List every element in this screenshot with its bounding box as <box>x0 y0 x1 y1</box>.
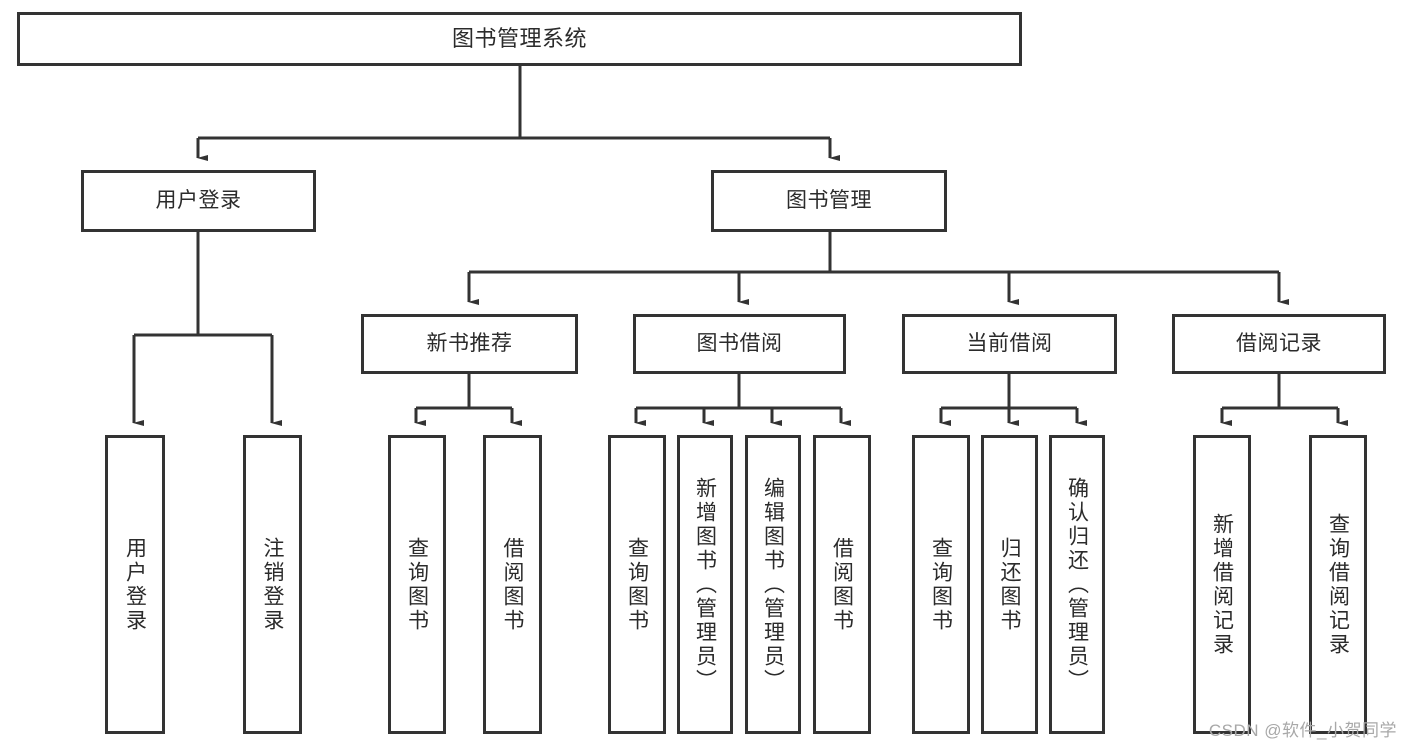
leaf-query-book-2-label: 查询图书 <box>625 536 649 633</box>
csdn-watermark: CSDN @软件_小贺同学 <box>1208 721 1397 740</box>
leaf-query-book-2[interactable]: 查询图书 <box>608 435 666 734</box>
node-user-login-label: 用户登录 <box>155 188 242 212</box>
leaf-query-book-3[interactable]: 查询图书 <box>912 435 970 734</box>
leaf-query-book-3-label: 查询图书 <box>929 536 953 633</box>
leaf-add-record-label: 新增借阅记录 <box>1210 512 1234 657</box>
leaf-user-login-label: 用户登录 <box>123 536 147 633</box>
leaf-confirm-return-label: 确认归还（管理员） <box>1065 476 1089 693</box>
leaf-logout-label: 注销登录 <box>261 536 284 633</box>
node-new-book-recommend-label: 新书推荐 <box>426 331 513 355</box>
node-current-borrow-label: 当前借阅 <box>966 331 1053 355</box>
leaf-user-login[interactable]: 用户登录 <box>105 435 165 734</box>
leaf-query-book-1-label: 查询图书 <box>405 536 429 633</box>
node-book-borrow[interactable]: 图书借阅 <box>633 314 846 374</box>
leaf-logout[interactable]: 注销登录 <box>243 435 302 734</box>
leaf-borrow-book-1[interactable]: 借阅图书 <box>483 435 542 734</box>
node-new-book-recommend[interactable]: 新书推荐 <box>361 314 578 374</box>
leaf-borrow-book-2[interactable]: 借阅图书 <box>813 435 871 734</box>
node-book-management-label: 图书管理 <box>786 188 872 212</box>
leaf-query-record[interactable]: 查询借阅记录 <box>1309 435 1367 734</box>
leaf-query-book-1[interactable]: 查询图书 <box>388 435 446 734</box>
node-root-system-label: 图书管理系统 <box>451 25 587 51</box>
node-current-borrow[interactable]: 当前借阅 <box>902 314 1117 374</box>
leaf-return-book[interactable]: 归还图书 <box>981 435 1038 734</box>
node-user-login[interactable]: 用户登录 <box>81 170 316 232</box>
leaf-edit-book-label: 编辑图书（管理员） <box>761 476 785 693</box>
leaf-borrow-book-2-label: 借阅图书 <box>830 536 854 633</box>
leaf-edit-book[interactable]: 编辑图书（管理员） <box>745 435 801 734</box>
leaf-return-book-label: 归还图书 <box>998 536 1021 633</box>
node-borrow-record-label: 借阅记录 <box>1236 331 1322 355</box>
node-book-management[interactable]: 图书管理 <box>711 170 947 232</box>
node-book-borrow-label: 图书借阅 <box>696 331 783 355</box>
leaf-add-record[interactable]: 新增借阅记录 <box>1193 435 1251 734</box>
node-borrow-record[interactable]: 借阅记录 <box>1172 314 1386 374</box>
leaf-add-book[interactable]: 新增图书（管理员） <box>677 435 733 734</box>
leaf-query-record-label: 查询借阅记录 <box>1326 512 1350 657</box>
leaf-add-book-label: 新增图书（管理员） <box>693 476 717 693</box>
node-root-system[interactable]: 图书管理系统 <box>17 12 1022 66</box>
leaf-confirm-return[interactable]: 确认归还（管理员） <box>1049 435 1105 734</box>
leaf-borrow-book-1-label: 借阅图书 <box>501 536 524 633</box>
